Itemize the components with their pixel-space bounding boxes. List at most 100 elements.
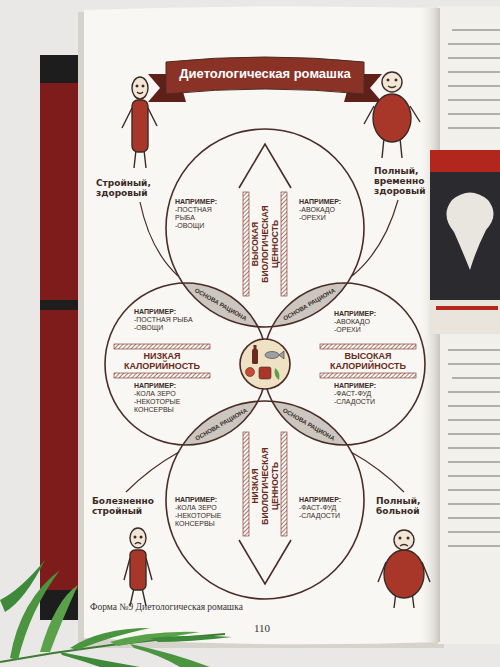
- example-list: НАПРИМЕР:-АВОКАДО-ОРЕХИ: [334, 310, 392, 334]
- right-page: [448, 545, 500, 546]
- value-arrow: НИЗКАЯ БИОЛОГИЧЕСКАЯ ЦЕННОСТЬ: [235, 430, 295, 588]
- arrow-outline: [281, 432, 287, 536]
- example-item: -НЕКОТОРЫЕ КОНСЕРВЫ: [175, 512, 233, 528]
- food-center-circle: [259, 367, 271, 379]
- slim-healthy-figure: [132, 77, 148, 99]
- palm-leaves: [40, 585, 78, 652]
- plump-temporarily-healthy-figure: [388, 86, 396, 88]
- right-page: [448, 363, 500, 364]
- figure-label: Полный, больной: [376, 496, 432, 516]
- example-heading: НАПРИМЕР:: [134, 382, 196, 390]
- plump-temporarily-healthy-figure: [400, 138, 402, 158]
- example-item: -ОВОЩИ: [134, 324, 196, 332]
- food-center-circle: [240, 339, 290, 389]
- example-heading: НАПРИМЕР:: [175, 496, 233, 504]
- plump-sick-figure: [394, 530, 414, 550]
- example-list: НАПРИМЕР:-ФАСТ-ФУД-СЛАДОСТИ: [299, 496, 355, 520]
- palm-leaves: [60, 652, 140, 667]
- figure-label: Болезненно стройный: [92, 496, 158, 516]
- right-page: [448, 517, 500, 518]
- right-page: [448, 127, 500, 128]
- right-page: [448, 113, 500, 114]
- example-heading: НАПРИМЕР:: [334, 382, 392, 390]
- plump-temporarily-healthy-figure: [382, 138, 384, 158]
- example-heading: НАПРИМЕР:: [299, 496, 355, 504]
- leader-lines: [351, 452, 404, 492]
- leader-lines: [126, 452, 179, 492]
- example-item: -ОВОЩИ: [175, 222, 233, 230]
- food-center-circle: [235, 334, 295, 394]
- text-group: НИЗКАЯ БИОЛОГИЧЕСКАЯ ЦЕННОСТЬ: [250, 438, 280, 534]
- lens-fill: [105, 283, 425, 445]
- example-item: -КОЛА ЗЕРО: [134, 390, 196, 398]
- plump-temporarily-healthy-figure: [382, 72, 402, 92]
- body-type-label: Стройный, здоровый: [96, 178, 160, 198]
- title-banner: [148, 57, 382, 102]
- figure-caption: Форма №9 Диетологическая ромашка: [90, 602, 290, 613]
- slim-healthy-figure: [144, 150, 146, 168]
- arrow-outline: [239, 540, 291, 584]
- palm-leaves: [10, 570, 60, 660]
- body-type-label: Болезненно стройный: [92, 496, 158, 516]
- right-page: [448, 461, 500, 462]
- example-list: НАПРИМЕР:-КОЛА ЗЕРО-НЕКОТОРЫЕ КОНСЕРВЫ: [134, 382, 196, 414]
- text-group: ВЫСОКАЯ КАЛОРИЙНОСТЬ: [320, 351, 416, 371]
- plump-sick-figure: [399, 537, 401, 539]
- palm-leaves: [0, 560, 232, 667]
- palm-leaves: [0, 560, 45, 612]
- petal-outline: [320, 344, 416, 349]
- right-page: [448, 447, 500, 448]
- right-page: [448, 503, 500, 504]
- small-book: [430, 300, 500, 334]
- slim-healthy-figure: [136, 85, 138, 87]
- food-center-circle: [246, 368, 255, 377]
- right-page: [448, 433, 500, 434]
- plump-temporarily-healthy-figure: [373, 94, 411, 142]
- lens-fill: [105, 283, 425, 445]
- page-number: 110: [242, 622, 282, 635]
- example-item: -ОРЕХИ: [299, 214, 355, 222]
- page-number: 110: [242, 622, 282, 635]
- petal-outline: [320, 373, 416, 378]
- slim-healthy-figure: [134, 150, 136, 168]
- right-page: [448, 475, 500, 476]
- title-banner-text: Диетологическая ромашка: [172, 66, 358, 82]
- sickly-slim-figure: [130, 550, 146, 590]
- example-item: -ОРЕХИ: [334, 326, 392, 334]
- palm-leaves: [130, 644, 210, 667]
- value-label: НИЗКАЯ БИОЛОГИЧЕСКАЯ ЦЕННОСТЬ: [250, 438, 280, 534]
- slim-healthy-figure: [137, 92, 143, 94]
- slim-healthy-figure: [132, 100, 148, 152]
- example-heading: НАПРИМЕР:: [175, 198, 233, 206]
- body-type-label: Полный, больной: [376, 496, 432, 516]
- example-list: НАПРИМЕР:-КОЛА ЗЕРО-НЕКОТОРЫЕ КОНСЕРВЫ: [175, 496, 233, 528]
- right-page: [448, 419, 500, 420]
- example-item: -АВОКАДО: [299, 206, 355, 214]
- arrow-outline: [243, 192, 249, 296]
- right-page: [448, 99, 500, 100]
- body-type-label: Полный, временно здоровый: [374, 166, 426, 196]
- lens-fill: [105, 283, 425, 445]
- text-group: ВЫСОКАЯ БИОЛОГИЧЕСКАЯ ЦЕННОСТЬ: [250, 196, 280, 292]
- calorie-label: ВЫСОКАЯ КАЛОРИЙНОСТЬ: [320, 351, 416, 371]
- food-center-circle: [265, 352, 279, 359]
- example-item: -ПОСТНАЯ РЫБА: [175, 206, 233, 222]
- arrow-outline: [243, 432, 249, 536]
- diet-petal: НАПРИМЕР:-ПОСТНАЯ РЫБА-ОВОЩИНАПРИМЕР: -АВ…: [165, 128, 365, 328]
- example-heading: НАПРИМЕР:: [134, 308, 196, 316]
- caption-text: Форма №9 Диетологическая ромашка: [90, 602, 290, 613]
- example-item: -НЕКОТОРЫЕ КОНСЕРВЫ: [134, 398, 196, 414]
- petal-outline: [114, 344, 210, 349]
- food-center-circle: [252, 349, 258, 364]
- right-page: [448, 349, 500, 350]
- diet-petal: НАПРИМЕР:-КОЛА ЗЕРО-НЕКОТОРЫЕ КОНСЕРВЫНА…: [165, 400, 365, 600]
- text-group: НИЗКАЯ КАЛОРИЙНОСТЬ: [114, 351, 210, 371]
- plump-sick-figure: [407, 537, 409, 539]
- right-page: [448, 85, 500, 86]
- slim-healthy-figure: [142, 85, 144, 87]
- example-list: НАПРИМЕР:-ПОСТНАЯ РЫБА-ОВОЩИ: [134, 308, 196, 332]
- arrow-outline: [281, 192, 287, 296]
- example-list: НАПРИМЕР:-ПОСТНАЯ РЫБА-ОВОЩИ: [175, 198, 233, 230]
